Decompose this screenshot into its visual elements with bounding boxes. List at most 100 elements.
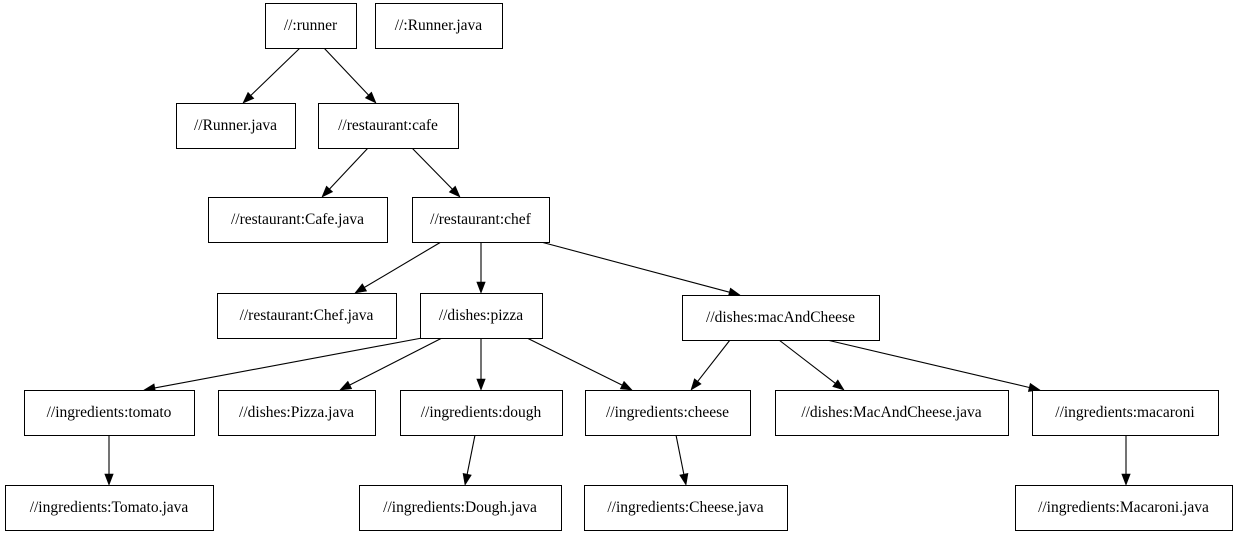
graph-node-cheese_java[interactable]: //ingredients:Cheese.java bbox=[584, 485, 788, 531]
edge-line bbox=[323, 47, 369, 96]
graph-node-mac_java[interactable]: //dishes:MacAndCheese.java bbox=[775, 390, 1009, 436]
graph-edge-restaurant_cafe-to-cafe_java bbox=[321, 147, 369, 198]
edge-line bbox=[154, 337, 423, 389]
graph-edge-dishes_mac-to-ing_macaroni bbox=[826, 339, 1041, 392]
node-box[interactable] bbox=[375, 3, 503, 49]
node-label: //Runner.java bbox=[194, 117, 277, 134]
edge-line bbox=[826, 339, 1030, 389]
edge-line bbox=[540, 241, 730, 293]
graph-node-chef_java[interactable]: //restaurant:Chef.java bbox=[217, 293, 397, 339]
graph-edge-restaurant_chef-to-dishes_mac bbox=[540, 241, 741, 297]
graph-edge-ing_dough-to-dough_java bbox=[462, 434, 476, 486]
node-box[interactable] bbox=[208, 197, 388, 243]
edge-line bbox=[329, 147, 369, 190]
arrowhead-icon bbox=[321, 185, 334, 198]
edge-line bbox=[364, 241, 442, 288]
node-box[interactable] bbox=[265, 3, 357, 49]
graph-node-runner[interactable]: //:runner bbox=[265, 3, 357, 49]
arrowhead-icon bbox=[476, 378, 486, 391]
edge-line bbox=[778, 339, 836, 384]
node-box[interactable] bbox=[1015, 485, 1233, 531]
edges-layer bbox=[104, 47, 1131, 486]
node-label: //ingredients:cheese bbox=[606, 404, 729, 421]
node-label: //ingredients:tomato bbox=[47, 404, 172, 421]
graph-edge-runner-to-restaurant_cafe bbox=[323, 47, 377, 104]
node-label: //restaurant:Cafe.java bbox=[231, 211, 364, 228]
node-box[interactable] bbox=[218, 390, 376, 436]
edge-line bbox=[411, 147, 453, 190]
node-label: //ingredients:macaroni bbox=[1055, 404, 1195, 421]
graph-node-dough_java[interactable]: //ingredients:Dough.java bbox=[359, 485, 562, 531]
node-box[interactable] bbox=[420, 293, 543, 339]
node-box[interactable] bbox=[217, 293, 397, 339]
arrowhead-icon bbox=[339, 380, 353, 391]
node-label: //dishes:macAndCheese bbox=[706, 309, 855, 326]
node-label: //ingredients:Cheese.java bbox=[607, 499, 763, 516]
node-box[interactable] bbox=[176, 103, 296, 149]
node-label: //dishes:MacAndCheese.java bbox=[801, 404, 981, 421]
arrowhead-icon bbox=[354, 283, 368, 294]
node-box[interactable] bbox=[359, 485, 562, 531]
graph-edge-restaurant_chef-to-chef_java bbox=[354, 241, 442, 294]
edge-line bbox=[466, 434, 476, 475]
arrowhead-icon bbox=[104, 473, 114, 486]
node-box[interactable] bbox=[24, 390, 195, 436]
graph-edge-dishes_pizza-to-ing_cheese bbox=[526, 337, 633, 391]
node-box[interactable] bbox=[412, 197, 550, 243]
node-label: //ingredients:dough bbox=[421, 404, 542, 421]
node-label: //restaurant:cafe bbox=[338, 117, 438, 134]
graph-node-dishes_pizza[interactable]: //dishes:pizza bbox=[420, 293, 543, 339]
node-box[interactable] bbox=[318, 103, 459, 149]
graph-node-restaurant_chef[interactable]: //restaurant:chef bbox=[412, 197, 550, 243]
graph-node-cafe_java[interactable]: //restaurant:Cafe.java bbox=[208, 197, 388, 243]
graph-edge-dishes_pizza-to-ing_dough bbox=[476, 338, 486, 391]
edge-line bbox=[675, 434, 685, 475]
graph-node-restaurant_cafe[interactable]: //restaurant:cafe bbox=[318, 103, 459, 149]
graph-node-ing_macaroni[interactable]: //ingredients:macaroni bbox=[1032, 390, 1219, 436]
node-box[interactable] bbox=[400, 390, 563, 436]
node-box[interactable] bbox=[584, 485, 788, 531]
graph-node-tomato_java[interactable]: //ingredients:Tomato.java bbox=[5, 485, 214, 531]
graph-node-dishes_mac[interactable]: //dishes:macAndCheese bbox=[682, 295, 880, 341]
graph-edge-dishes_pizza-to-ing_tomato bbox=[143, 337, 423, 393]
arrowhead-icon bbox=[832, 379, 845, 391]
arrowhead-icon bbox=[462, 473, 472, 486]
node-label: //:Runner.java bbox=[395, 17, 483, 34]
node-label: //ingredients:Tomato.java bbox=[30, 499, 189, 516]
nodes-layer: //:runner //:Runner.java //Runner.java //re… bbox=[5, 3, 1233, 531]
graph-edge-dishes_pizza-to-pizza_java bbox=[339, 337, 443, 391]
graph-node-ing_dough[interactable]: //ingredients:dough bbox=[400, 390, 563, 436]
arrowhead-icon bbox=[1121, 473, 1131, 486]
node-box[interactable] bbox=[1032, 390, 1219, 436]
node-box[interactable] bbox=[682, 295, 880, 341]
arrowhead-icon bbox=[448, 185, 461, 198]
graph-edge-ing_cheese-to-cheese_java bbox=[675, 434, 689, 486]
node-box[interactable] bbox=[585, 390, 751, 436]
graph-edge-ing_macaroni-to-macaroni_java bbox=[1121, 435, 1131, 486]
graph-edge-restaurant_chef-to-dishes_pizza bbox=[476, 242, 486, 294]
arrowhead-icon bbox=[242, 91, 255, 104]
arrowhead-icon bbox=[476, 281, 486, 294]
graph-node-ing_cheese[interactable]: //ingredients:cheese bbox=[585, 390, 751, 436]
edge-line bbox=[697, 339, 731, 382]
graph-node-ing_tomato[interactable]: //ingredients:tomato bbox=[24, 390, 195, 436]
graph-node-runner_java_root[interactable]: //:Runner.java bbox=[375, 3, 503, 49]
node-label: //restaurant:Chef.java bbox=[240, 307, 374, 324]
edge-line bbox=[250, 47, 301, 96]
graph-edge-dishes_mac-to-mac_java bbox=[778, 339, 845, 391]
arrowhead-icon bbox=[679, 473, 689, 486]
graph-edge-runner-to-runner_java bbox=[242, 47, 301, 104]
graph-node-pizza_java[interactable]: //dishes:Pizza.java bbox=[218, 390, 376, 436]
graph-node-macaroni_java[interactable]: //ingredients:Macaroni.java bbox=[1015, 485, 1233, 531]
graph-node-runner_java[interactable]: //Runner.java bbox=[176, 103, 296, 149]
node-label: //dishes:pizza bbox=[439, 307, 523, 324]
node-label: //restaurant:chef bbox=[430, 211, 532, 228]
graph-edge-restaurant_cafe-to-restaurant_chef bbox=[411, 147, 461, 198]
graph-edge-ing_tomato-to-tomato_java bbox=[104, 435, 114, 486]
graph-edge-dishes_mac-to-ing_cheese bbox=[690, 339, 731, 391]
node-label: //dishes:Pizza.java bbox=[239, 404, 354, 421]
node-box[interactable] bbox=[5, 485, 214, 531]
node-box[interactable] bbox=[775, 390, 1009, 436]
node-label: //ingredients:Macaroni.java bbox=[1038, 499, 1209, 516]
